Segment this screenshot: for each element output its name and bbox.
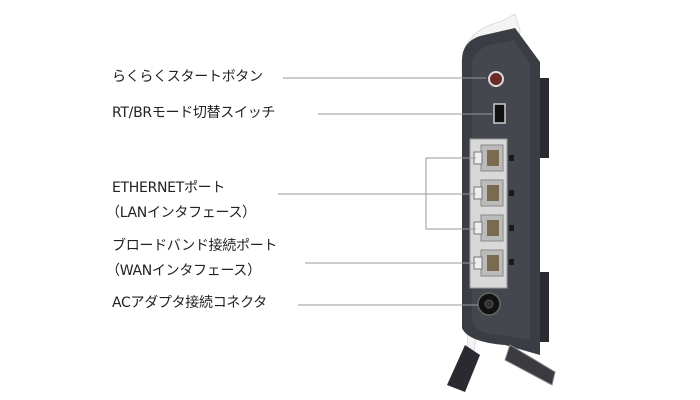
label-broadband-port-sub: （WANインタフェース） <box>106 263 261 279</box>
label-easy-start-button: らくらくスタートボタン <box>112 69 263 85</box>
label-ethernet-port: ETHERNETポート <box>112 180 226 196</box>
lan-port-2 <box>473 179 504 207</box>
label-broadband-port: ブロードバンド接続ポート <box>112 238 278 254</box>
ac-adapter-connector-pin <box>484 299 494 309</box>
lan-port-3 <box>473 214 504 242</box>
lan-port-1 <box>473 144 504 172</box>
leader-lines <box>278 77 492 306</box>
label-ac-adapter: ACアダプタ接続コネクタ <box>112 295 267 311</box>
easy-start-button <box>488 71 504 87</box>
label-ethernet-port-sub: （LANインタフェース） <box>106 205 256 221</box>
port-status-leds <box>509 155 514 265</box>
label-mode-switch: RT/BRモード切替スイッチ <box>112 105 276 121</box>
stand-rear-foot <box>504 344 556 386</box>
rt-br-mode-switch <box>493 103 506 124</box>
wan-port <box>473 249 504 277</box>
stand <box>447 345 480 392</box>
